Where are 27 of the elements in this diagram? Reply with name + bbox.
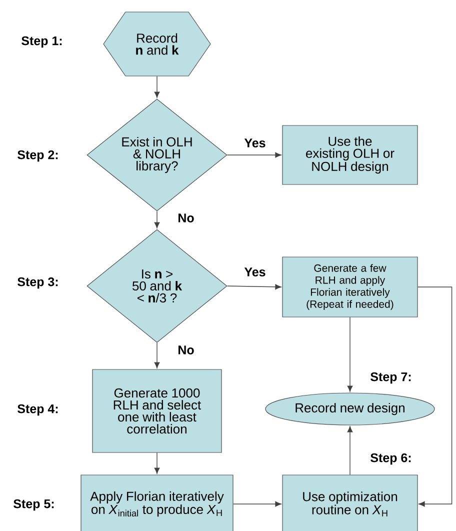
- arrow: [347, 316, 353, 392]
- edge-label: Yes: [243, 266, 267, 278]
- step-label: Step 6:: [370, 453, 411, 465]
- arrow: [417, 286, 452, 507]
- step-label: Step 2:: [18, 150, 58, 162]
- edge-label: Yes: [243, 138, 267, 148]
- arrow: [232, 501, 282, 507]
- arrow: [154, 342, 160, 368]
- step-label: Step 3:: [18, 277, 58, 289]
- arrow: [154, 452, 160, 474]
- process-box: Generate 1000 RLH and select one with least correlation: [92, 369, 222, 453]
- arrow: [154, 76, 160, 98]
- arrow: [154, 210, 160, 228]
- step-label: Step 1:: [22, 36, 62, 48]
- terminal-oval: Record new design: [265, 392, 435, 426]
- edge-label: No: [176, 212, 196, 224]
- hexagon-box: Record n and k: [103, 12, 211, 76]
- edge-label: No: [176, 344, 196, 356]
- process-box: Use the existing OLH or NOLH design: [282, 125, 418, 185]
- step-label: Step 4:: [18, 404, 58, 416]
- process-box: Generate a few RLH and apply Florian iteratively (Repeat if needed): [282, 256, 418, 318]
- arrow: [226, 284, 282, 290]
- arrow: [226, 152, 282, 158]
- process-box: Apply Florian iteratively on X$_{initial}$ to produce X$_{H}$: [80, 474, 234, 531]
- step-label: Step 5:: [14, 499, 54, 511]
- arrow: [347, 426, 353, 476]
- process-box: Use optimization routine on X$_{H}$: [282, 474, 418, 531]
